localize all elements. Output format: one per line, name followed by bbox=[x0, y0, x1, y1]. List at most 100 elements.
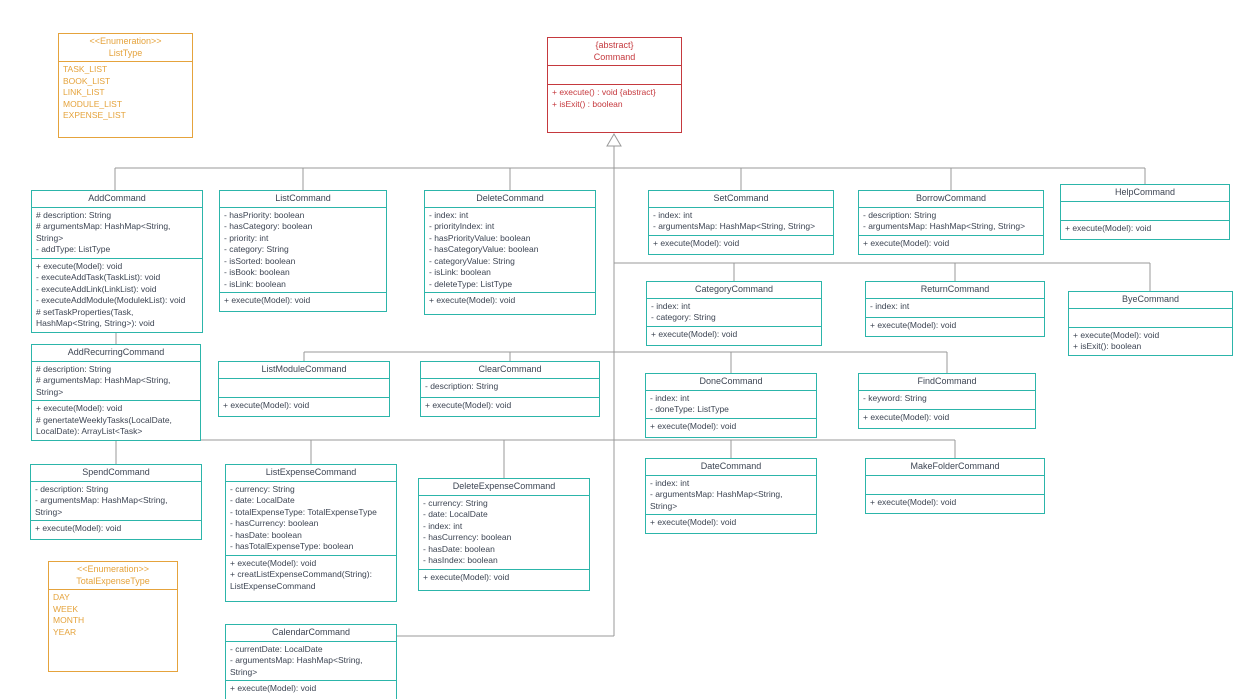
class-name: ClearCommand bbox=[478, 364, 542, 374]
methods-section-line: - executeAddModule(ModulekList): void bbox=[36, 295, 186, 305]
attributes-section-line: - currency: String bbox=[230, 483, 295, 494]
attributes-section-line: - argumentsMap: HashMap<String, String> bbox=[650, 489, 783, 511]
attributes-section-line: - description: String bbox=[425, 380, 499, 391]
class-header-clearcommand: ClearCommand bbox=[421, 362, 599, 378]
methods-section-line: + isExit(): boolean bbox=[1073, 341, 1142, 351]
methods-section-line: + isExit() : boolean bbox=[552, 98, 623, 109]
class-name: FindCommand bbox=[917, 376, 977, 386]
class-box-findcommand[interactable]: FindCommand- keyword: String+ execute(Mo… bbox=[858, 373, 1036, 429]
class-box-listmodulecommand[interactable]: ListModuleCommand + execute(Model): void bbox=[218, 361, 390, 417]
methods-section-line: - executeAddLink(LinkList): void bbox=[36, 283, 157, 294]
methods-section-line: + execute(Model): void bbox=[863, 411, 950, 422]
methods-section-line: + execute(Model): void bbox=[35, 523, 122, 533]
class-box-clearcommand[interactable]: ClearCommand - description: String + execu… bbox=[420, 361, 600, 417]
class-box-calendarcommand[interactable]: CalendarCommand- currentDate: LocalDate-… bbox=[225, 624, 397, 699]
class-box-addcommand[interactable]: AddCommand# description: String# argumen… bbox=[31, 190, 203, 333]
class-header-addcommand: AddCommand bbox=[32, 191, 202, 207]
class-header-makefoldercommand: MakeFolderCommand bbox=[866, 459, 1044, 475]
class-stereotype: <<Enumeration>> bbox=[76, 564, 150, 574]
class-header-deletecommand: DeleteCommand bbox=[425, 191, 595, 207]
methods-section-line: + execute(Model): void bbox=[230, 557, 317, 568]
class-box-listcommand[interactable]: ListCommand - hasPriority: boolean- hasCa… bbox=[219, 190, 387, 312]
class-name: DoneCommand bbox=[699, 376, 763, 386]
enum-literals-line: DAY bbox=[53, 592, 70, 602]
methods-section: + execute(Model): void bbox=[219, 396, 389, 416]
class-box-helpcommand[interactable]: HelpCommand + execute(Model): void bbox=[1060, 184, 1230, 240]
attributes-section-line: - date: LocalDate bbox=[423, 509, 488, 519]
attributes-section-line: - category: String bbox=[651, 312, 716, 322]
class-box-byecommand[interactable]: ByeCommand + execute(Model): void+ isExit… bbox=[1068, 291, 1233, 356]
class-box-datecommand[interactable]: DateCommand- index: int- argumentsMap: H… bbox=[645, 458, 817, 534]
attributes-section-line: - isLink: boolean bbox=[224, 278, 286, 289]
class-box-deleteexpensecommand[interactable]: DeleteExpenseCommand- currency: String- … bbox=[418, 478, 590, 591]
class-box-spendcommand[interactable]: SpendCommand- description: String- argum… bbox=[30, 464, 202, 540]
attributes-section bbox=[866, 474, 1044, 494]
class-name: CategoryCommand bbox=[694, 284, 774, 294]
attributes-section-line: - index: int bbox=[870, 300, 910, 311]
class-header-helpcommand: HelpCommand bbox=[1061, 185, 1229, 201]
attributes-section: # description: String# argumentsMap: Has… bbox=[32, 206, 202, 258]
attributes-section-line: - hasDate: boolean bbox=[423, 543, 495, 554]
class-name: ByeCommand bbox=[1121, 294, 1180, 304]
class-box-command[interactable]: {abstract}Command+ execute() : void {abs… bbox=[547, 37, 682, 133]
methods-section: + execute(Model): void bbox=[649, 234, 833, 254]
enum-literals-line: LINK_LIST bbox=[63, 87, 105, 97]
attributes-section-line: - isBook: boolean bbox=[224, 267, 290, 277]
attributes-section-line: - argumentsMap: HashMap<String, String> bbox=[230, 655, 363, 677]
methods-section-line: + execute(Model): void bbox=[36, 403, 123, 413]
attributes-section: - currency: String- date: LocalDate- ind… bbox=[419, 494, 589, 569]
class-box-addrecurringcommand[interactable]: AddRecurringCommand# description: String… bbox=[31, 344, 201, 441]
methods-section: + execute(Model): void bbox=[421, 396, 599, 416]
attributes-section: - currency: String- date: LocalDate- tot… bbox=[226, 480, 396, 555]
methods-section: + execute(Model): void# genertateWeeklyT… bbox=[32, 400, 200, 440]
methods-section-line: + execute(Model): void bbox=[1065, 222, 1152, 233]
class-box-makefoldercommand[interactable]: MakeFolderCommand+ execute(Model): void bbox=[865, 458, 1045, 514]
methods-section-line: + execute() : void {abstract} bbox=[552, 87, 656, 97]
attributes-section-line: - hasDate: boolean bbox=[230, 529, 302, 540]
class-header-borrowcommand: BorrowCommand bbox=[859, 191, 1043, 207]
attributes-section-line: - description: String bbox=[863, 209, 937, 220]
methods-section: + execute(Model): void bbox=[1061, 219, 1229, 239]
attributes-section-line: - argumentsMap: HashMap<String, String> bbox=[35, 495, 168, 517]
attributes-section-line: - priority: int bbox=[224, 232, 269, 243]
methods-section-line: + execute(Model): void bbox=[224, 295, 311, 305]
methods-section-line: # genertateWeeklyTasks(LocalDate, LocalD… bbox=[36, 414, 172, 437]
attributes-section-line: # argumentsMap: HashMap<String, String> bbox=[36, 221, 171, 243]
methods-section-line: + execute(Model): void bbox=[650, 420, 737, 431]
attributes-section-line: - index: int bbox=[429, 209, 469, 220]
class-box-borrowcommand[interactable]: BorrowCommand- description: String- argu… bbox=[858, 190, 1044, 255]
class-box-deletecommand[interactable]: DeleteCommand - index: int- priorityIndex… bbox=[424, 190, 596, 315]
class-name: BorrowCommand bbox=[915, 193, 987, 203]
methods-section: + execute(Model): void+ isExit(): boolea… bbox=[1069, 326, 1232, 355]
class-header-spendcommand: SpendCommand bbox=[31, 465, 201, 481]
attributes-section-line: - priorityIndex: int bbox=[429, 221, 495, 231]
class-name: CalendarCommand bbox=[271, 627, 351, 637]
attributes-section-line: - deleteType: ListType bbox=[429, 278, 513, 289]
class-name: Command bbox=[593, 51, 636, 62]
class-box-donecommand[interactable]: DoneCommand- index: int- doneType: ListT… bbox=[645, 373, 817, 438]
class-name: ListModuleCommand bbox=[261, 364, 347, 374]
methods-section-line: + execute(Model): void bbox=[36, 260, 123, 271]
attributes-section-line: - addType: ListType bbox=[36, 244, 111, 254]
class-header-listcommand: ListCommand bbox=[220, 191, 386, 207]
methods-section-line: + execute(Model): void bbox=[429, 295, 516, 305]
attributes-section bbox=[1061, 200, 1229, 220]
class-box-setcommand[interactable]: SetCommand- index: int- argumentsMap: Ha… bbox=[648, 190, 834, 255]
methods-section-line: + creatListExpenseCommand(String): ListE… bbox=[230, 569, 372, 591]
class-box-listexpensecommand[interactable]: ListExpenseCommand- currency: String- da… bbox=[225, 464, 397, 602]
class-header-listtype: <<Enumeration>>ListType bbox=[59, 34, 192, 61]
attributes-section: - index: int- category: String bbox=[647, 297, 821, 326]
methods-section: + execute(Model): void bbox=[419, 568, 589, 591]
methods-section: + execute(Model): void- executeAddTask(T… bbox=[32, 257, 202, 332]
attributes-section-line: - date: LocalDate bbox=[230, 495, 295, 505]
class-box-categorycommand[interactable]: CategoryCommand - index: int- category: S… bbox=[646, 281, 822, 346]
class-header-findcommand: FindCommand bbox=[859, 374, 1035, 390]
attributes-section-line: - hasCategoryValue: boolean bbox=[429, 244, 539, 254]
class-name: ListCommand bbox=[275, 193, 331, 203]
attributes-section: - hasPriority: boolean- hasCategory: boo… bbox=[220, 206, 386, 293]
methods-section-line: + execute(Model): void bbox=[863, 237, 950, 248]
class-box-returncommand[interactable]: ReturnCommand- index: int+ execute(Model… bbox=[865, 281, 1045, 337]
attributes-section-line: - index: int bbox=[650, 477, 690, 488]
